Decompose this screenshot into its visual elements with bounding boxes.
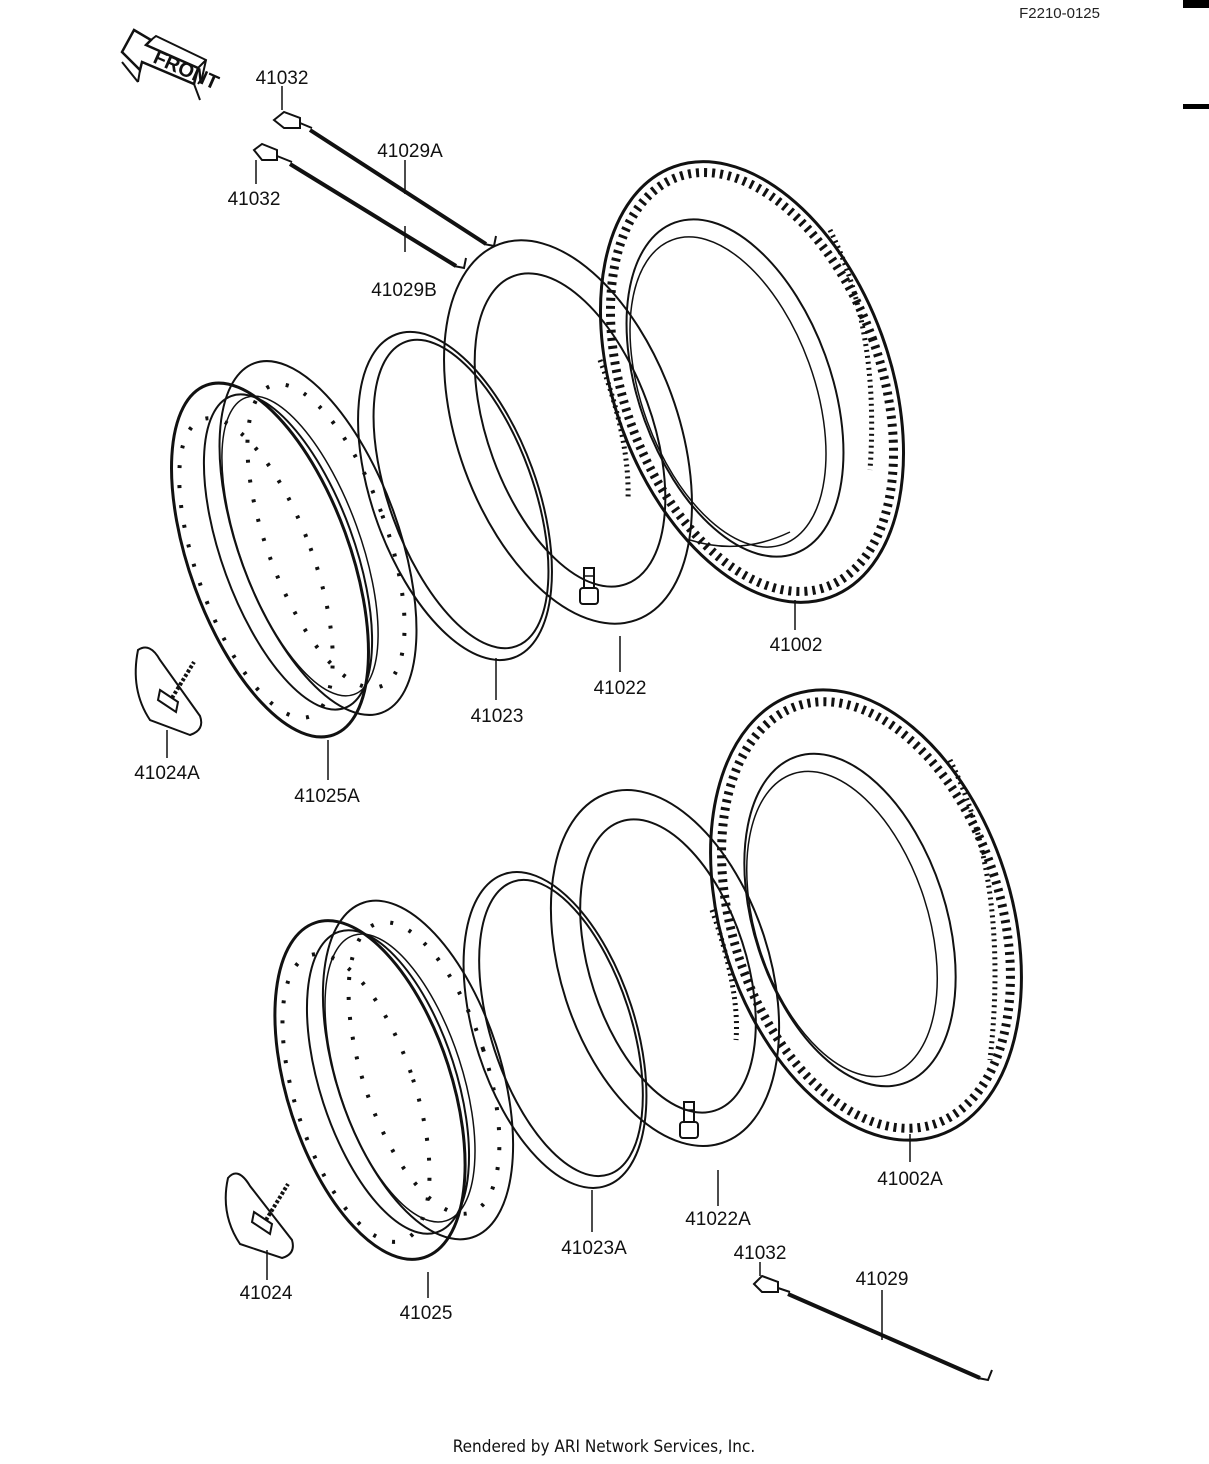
front-rim-band bbox=[357, 330, 553, 662]
front-tire bbox=[599, 160, 905, 604]
front-rim-lock bbox=[134, 646, 203, 737]
label-rear-rim: 41025 bbox=[400, 1303, 453, 1324]
rear-rim bbox=[273, 899, 515, 1261]
label-spoke-nipple-rear: 41032 bbox=[734, 1243, 787, 1264]
rear-rim-band bbox=[462, 871, 648, 1189]
label-spoke-nipple-mid: 41032 bbox=[228, 189, 281, 210]
front-rim bbox=[170, 360, 418, 739]
label-rear-rim-lock: 41024 bbox=[240, 1283, 293, 1304]
label-front-tube: 41022 bbox=[594, 678, 647, 699]
label-rear-tube: 41022A bbox=[685, 1209, 751, 1230]
front-inner-tube bbox=[443, 239, 693, 625]
spoke-41029B bbox=[288, 162, 467, 270]
page-edge-mark bbox=[1183, 0, 1209, 8]
label-spoke-41029: 41029 bbox=[856, 1269, 909, 1290]
rear-rim-lock bbox=[224, 1172, 294, 1260]
rear-tube-valve bbox=[679, 1101, 699, 1139]
diagram-code: F2210-0125 bbox=[1019, 5, 1100, 22]
label-rear-tire: 41002A bbox=[877, 1169, 943, 1190]
label-spoke-nipple-top: 41032 bbox=[256, 68, 309, 89]
label-front-tire: 41002 bbox=[770, 635, 823, 656]
rear-inner-tube bbox=[549, 789, 781, 1147]
spoke-nipple-mid bbox=[252, 142, 293, 163]
label-spoke-41029B: 41029B bbox=[371, 280, 437, 301]
page-edge-mark bbox=[1183, 104, 1209, 109]
front-label: FRONT bbox=[150, 46, 222, 94]
spoke-nipple-rear bbox=[752, 1274, 791, 1293]
label-front-rim-lock: 41024A bbox=[134, 763, 200, 784]
front-direction-arrow: FRONT bbox=[120, 28, 222, 101]
label-rear-rim-band: 41023A bbox=[561, 1238, 627, 1259]
label-spoke-41029A: 41029A bbox=[377, 141, 443, 162]
label-front-rim: 41025A bbox=[294, 786, 360, 807]
footer-credit: Rendered by ARI Network Services, Inc. bbox=[453, 1437, 755, 1457]
spoke-nipple-top bbox=[272, 110, 313, 129]
rear-tire bbox=[709, 688, 1023, 1142]
front-tube-valve bbox=[579, 567, 599, 605]
spoke-41029 bbox=[787, 1292, 993, 1382]
label-front-rim-band: 41023 bbox=[471, 706, 524, 727]
